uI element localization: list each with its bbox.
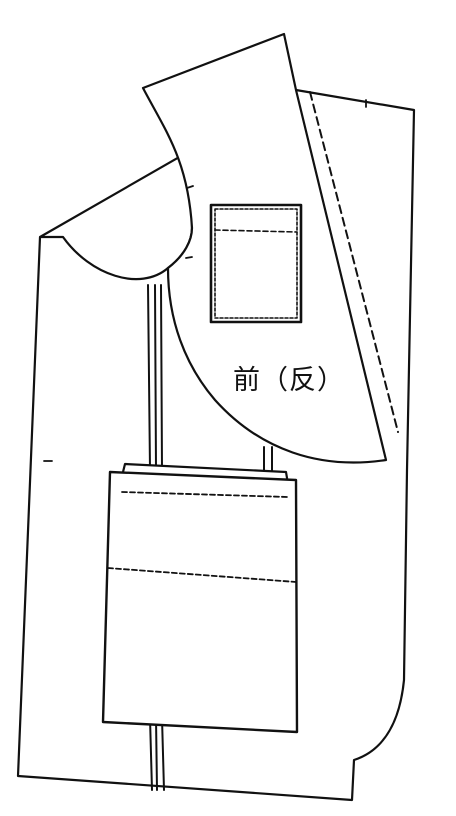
chest-pocket-stitching — [214, 208, 298, 319]
dart-strip-lower — [149, 717, 165, 791]
side-strip — [263, 446, 273, 473]
lower-pocket-dashed-line-middle — [107, 567, 297, 583]
chest-pocket-fold-line — [214, 229, 298, 233]
dart-strip-upper — [147, 284, 163, 471]
lapel-seam-line — [309, 91, 399, 433]
notch-marks — [43, 99, 367, 462]
lower-pocket-dashed-line-upper — [121, 491, 289, 498]
lapel-facing-piece — [141, 32, 388, 464]
chest-pocket — [209, 203, 303, 324]
front-reverse-label: 前（反） — [233, 365, 345, 396]
lower-pocket-bag — [101, 470, 299, 734]
